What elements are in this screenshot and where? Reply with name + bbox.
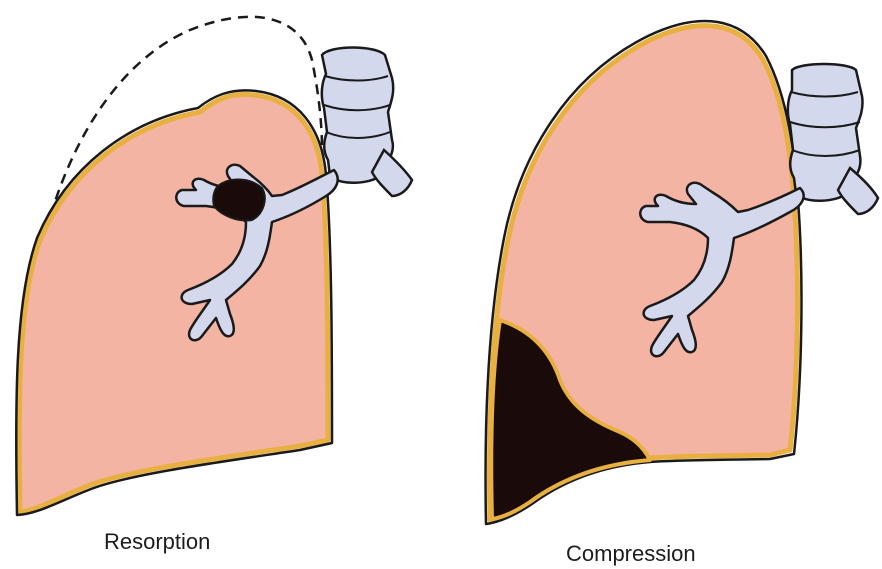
compression-panel: Compression xyxy=(486,21,878,566)
caption-resorption: Resorption xyxy=(104,529,210,554)
resorption-panel: Resorption xyxy=(16,17,412,554)
caption-compression: Compression xyxy=(566,541,696,566)
collapsed-lung xyxy=(19,94,328,512)
